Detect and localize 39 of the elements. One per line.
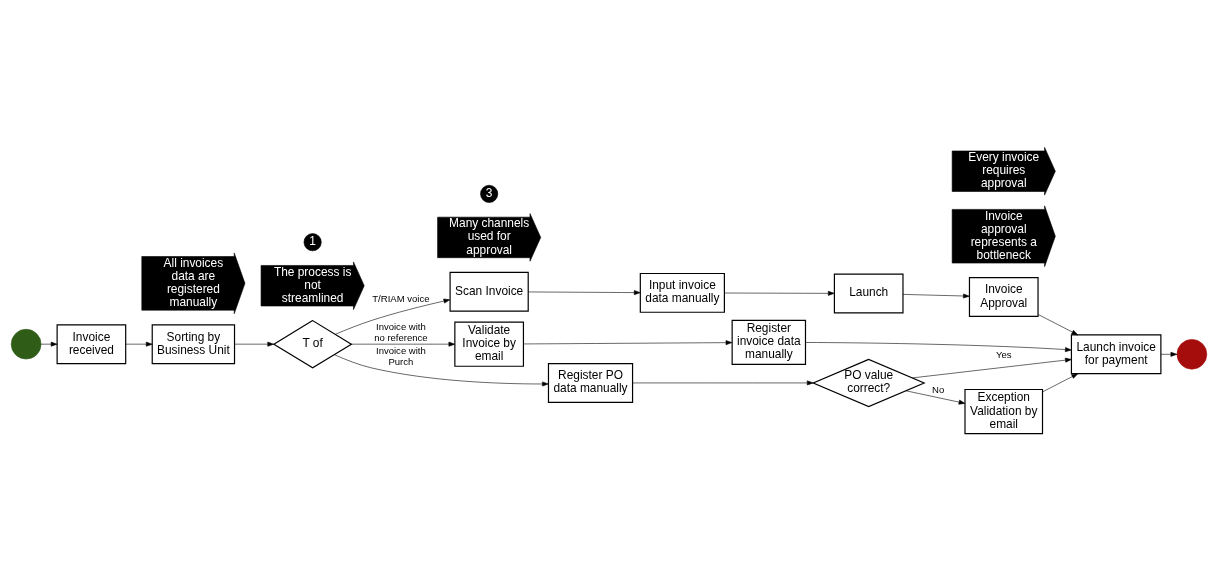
arrow bbox=[902, 293, 970, 299]
node-box: Sorting by Business Unit bbox=[151, 324, 236, 365]
node-diamond: PO value correct? bbox=[811, 358, 926, 408]
arrow bbox=[1042, 373, 1079, 393]
arrow bbox=[351, 341, 456, 347]
arrow bbox=[1160, 351, 1178, 357]
arrow bbox=[125, 341, 153, 347]
arrow bbox=[523, 340, 733, 346]
node-circle: 1 bbox=[303, 233, 322, 252]
edge-label: No bbox=[932, 383, 945, 395]
node-box: Launch bbox=[833, 273, 904, 314]
node-box: Register invoice data manually bbox=[731, 319, 807, 366]
node-box: Invoice Approval bbox=[968, 277, 1039, 318]
edge-label: T/RIAM voice bbox=[372, 292, 430, 304]
node-box: Input invoice data manually bbox=[639, 272, 725, 313]
arrow bbox=[632, 380, 814, 386]
edge-label: Yes bbox=[995, 348, 1012, 360]
node-box: Scan Invoice bbox=[449, 271, 529, 312]
arrow bbox=[334, 298, 451, 335]
node-box: Launch invoice for payment bbox=[1070, 334, 1162, 375]
node-diamond: T of bbox=[272, 319, 353, 369]
arrow bbox=[334, 354, 549, 387]
node-box: Invoice received bbox=[56, 324, 127, 365]
node-circle bbox=[1176, 339, 1208, 370]
arrow bbox=[905, 390, 966, 405]
arrow bbox=[1037, 314, 1079, 336]
arrow bbox=[805, 342, 1072, 352]
edge-label: Invoice with no reference bbox=[374, 321, 428, 344]
node-circle bbox=[10, 328, 42, 360]
arrow bbox=[40, 341, 58, 347]
node-circle: 3 bbox=[480, 184, 499, 203]
arrow bbox=[528, 290, 641, 295]
arrow bbox=[724, 290, 835, 296]
arrow bbox=[234, 341, 275, 347]
node-box: Register PO data manually bbox=[547, 362, 634, 403]
arrow bbox=[912, 357, 1072, 379]
edge-label: Invoice with Purch bbox=[375, 345, 426, 367]
node-box: Validate Invoice by email bbox=[454, 321, 525, 367]
node-box: Exception Validation by email bbox=[964, 388, 1044, 435]
